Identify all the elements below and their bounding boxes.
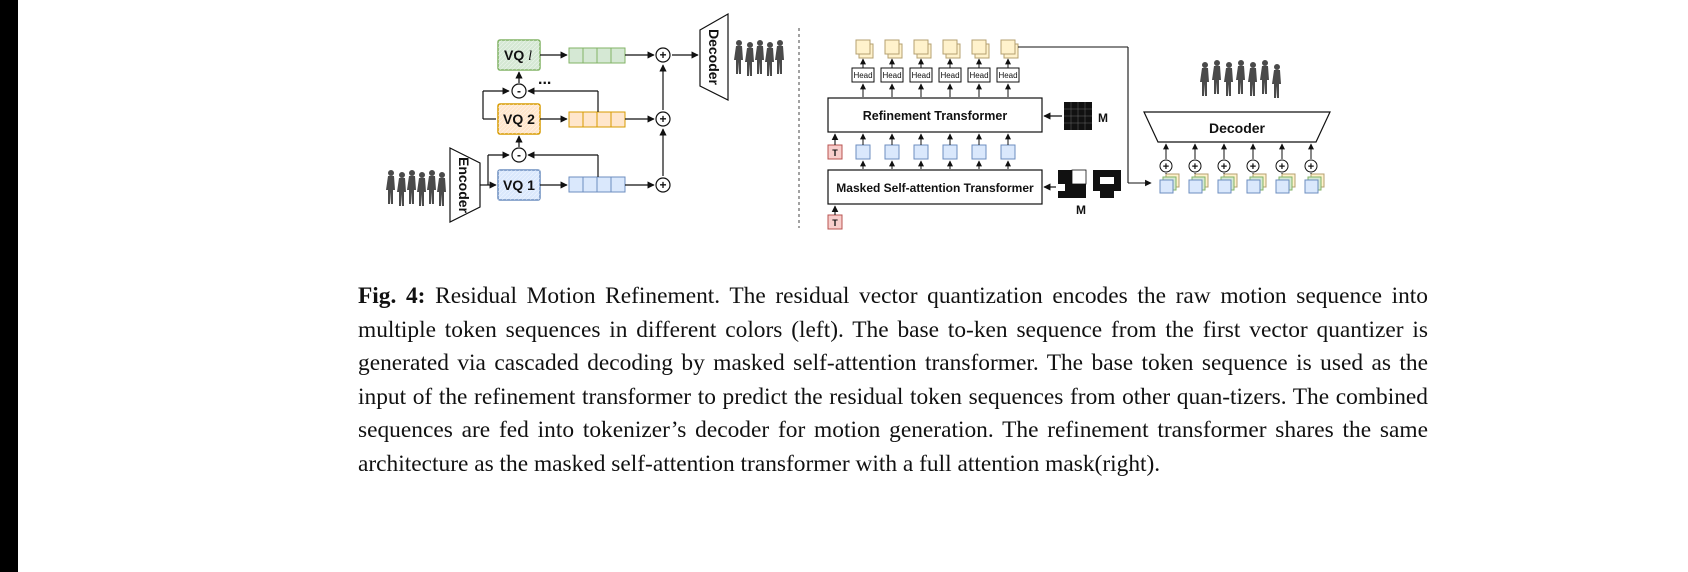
svg-text:+: + [1221, 161, 1227, 173]
refinement-transformer-block: Refinement Transformer [827, 97, 1043, 133]
mask-label-bottom: M [1076, 203, 1086, 217]
head-box-4: Head [938, 67, 962, 97]
token-row-green [568, 47, 626, 64]
yellow-output-6 [1000, 39, 1019, 68]
vq-block-1: VQ 1 [497, 169, 541, 201]
yellow-output-4 [942, 39, 961, 68]
right-decoder-block: Decoder [1143, 111, 1331, 143]
mask-label-top: M [1098, 111, 1108, 125]
combined-token-3: + [1217, 143, 1238, 194]
base-token-6 [1000, 133, 1016, 169]
vq-block-2: VQ 2 [497, 103, 541, 135]
base-token-4 [942, 133, 958, 169]
vq-l-index: l [528, 49, 532, 64]
yellow-output-5 [971, 39, 990, 68]
svg-text:Head: Head [940, 71, 959, 80]
right-decoder-label: Decoder [1209, 120, 1266, 136]
head-box-3: Head [909, 67, 933, 97]
vq-2-label: VQ 2 [503, 111, 535, 127]
caption-text: Residual Motion Refinement. The residual… [358, 283, 1428, 477]
refinement-heads: Head Head Head Head Head Head [851, 39, 1020, 97]
token-row-blue [568, 176, 626, 193]
base-token-5 [971, 133, 987, 169]
minus-node-1: - [511, 147, 527, 163]
combined-token-stacks: + + + + + + [1159, 143, 1325, 194]
svg-text:+: + [1192, 161, 1198, 173]
vq-1-label: VQ 1 [503, 177, 535, 193]
svg-text:+: + [1250, 161, 1256, 173]
svg-text:T: T [832, 148, 838, 158]
svg-text:-: - [517, 148, 521, 162]
svg-text:Head: Head [969, 71, 988, 80]
masked-transformer-label: Masked Self-attention Transformer [836, 181, 1034, 195]
yellow-output-2 [884, 39, 903, 68]
svg-text:VQ l: VQ l [504, 47, 532, 64]
figure-caption: Fig. 4: Residual Motion Refinement. The … [358, 280, 1428, 481]
yellow-output-3 [913, 39, 932, 68]
motion-refinement-diagram: Encoder VQ l VQ 2 VQ 1 [386, 12, 1331, 230]
full-attention-mask: M [1064, 102, 1108, 130]
t-token-bottom: T [827, 214, 843, 230]
t-token-top: T [827, 144, 843, 160]
svg-text:Head: Head [998, 71, 1017, 80]
motion-output-figures [734, 40, 784, 76]
combined-token-6: + [1304, 143, 1325, 194]
paper-page: Encoder VQ l VQ 2 VQ 1 [18, 0, 1688, 572]
base-token-1 [855, 133, 871, 169]
vq-block-l: VQ l [497, 39, 541, 71]
svg-text:Head: Head [911, 71, 930, 80]
refinement-transformer-label: Refinement Transformer [863, 109, 1008, 123]
yellow-output-1 [855, 39, 874, 68]
vq-l-label: VQ [504, 47, 524, 63]
svg-text:Head: Head [853, 71, 872, 80]
left-decoder-label: Decoder [706, 29, 722, 86]
causal-masks: M [1058, 169, 1121, 217]
base-token-2 [884, 133, 900, 169]
svg-text:+: + [1279, 161, 1285, 173]
base-token-row [855, 133, 1016, 169]
plus-node-mid: + [655, 111, 671, 127]
head-box-1: Head [851, 67, 875, 97]
encoder-block: Encoder [449, 147, 481, 223]
svg-text:+: + [1163, 161, 1169, 173]
motion-input-figures [386, 170, 446, 206]
svg-text:Head: Head [882, 71, 901, 80]
generated-motion-figures [1200, 60, 1281, 98]
combined-token-4: + [1246, 143, 1267, 194]
combined-token-2: + [1188, 143, 1209, 194]
svg-text:+: + [1308, 161, 1314, 173]
svg-text:+: + [659, 178, 666, 192]
minus-node-2: - [511, 83, 527, 99]
ellipsis: ... [538, 71, 551, 88]
head-box-2: Head [880, 67, 904, 97]
head-box-5: Head [967, 67, 991, 97]
svg-text:T: T [832, 218, 838, 228]
svg-text:+: + [659, 112, 666, 126]
masked-transformer-block: Masked Self-attention Transformer [827, 169, 1043, 205]
combined-token-1: + [1159, 143, 1180, 194]
left-decoder-block: Decoder [699, 12, 729, 101]
token-row-orange [568, 111, 626, 128]
plus-node-top: + [655, 47, 671, 63]
encoder-label: Encoder [456, 157, 472, 214]
head-box-6: Head [996, 67, 1020, 97]
figure-label: Fig. 4: [358, 283, 426, 309]
svg-text:-: - [517, 84, 521, 98]
plus-node-bottom: + [655, 177, 671, 193]
combined-token-5: + [1275, 143, 1296, 194]
svg-text:+: + [659, 48, 666, 62]
base-token-3 [913, 133, 929, 169]
